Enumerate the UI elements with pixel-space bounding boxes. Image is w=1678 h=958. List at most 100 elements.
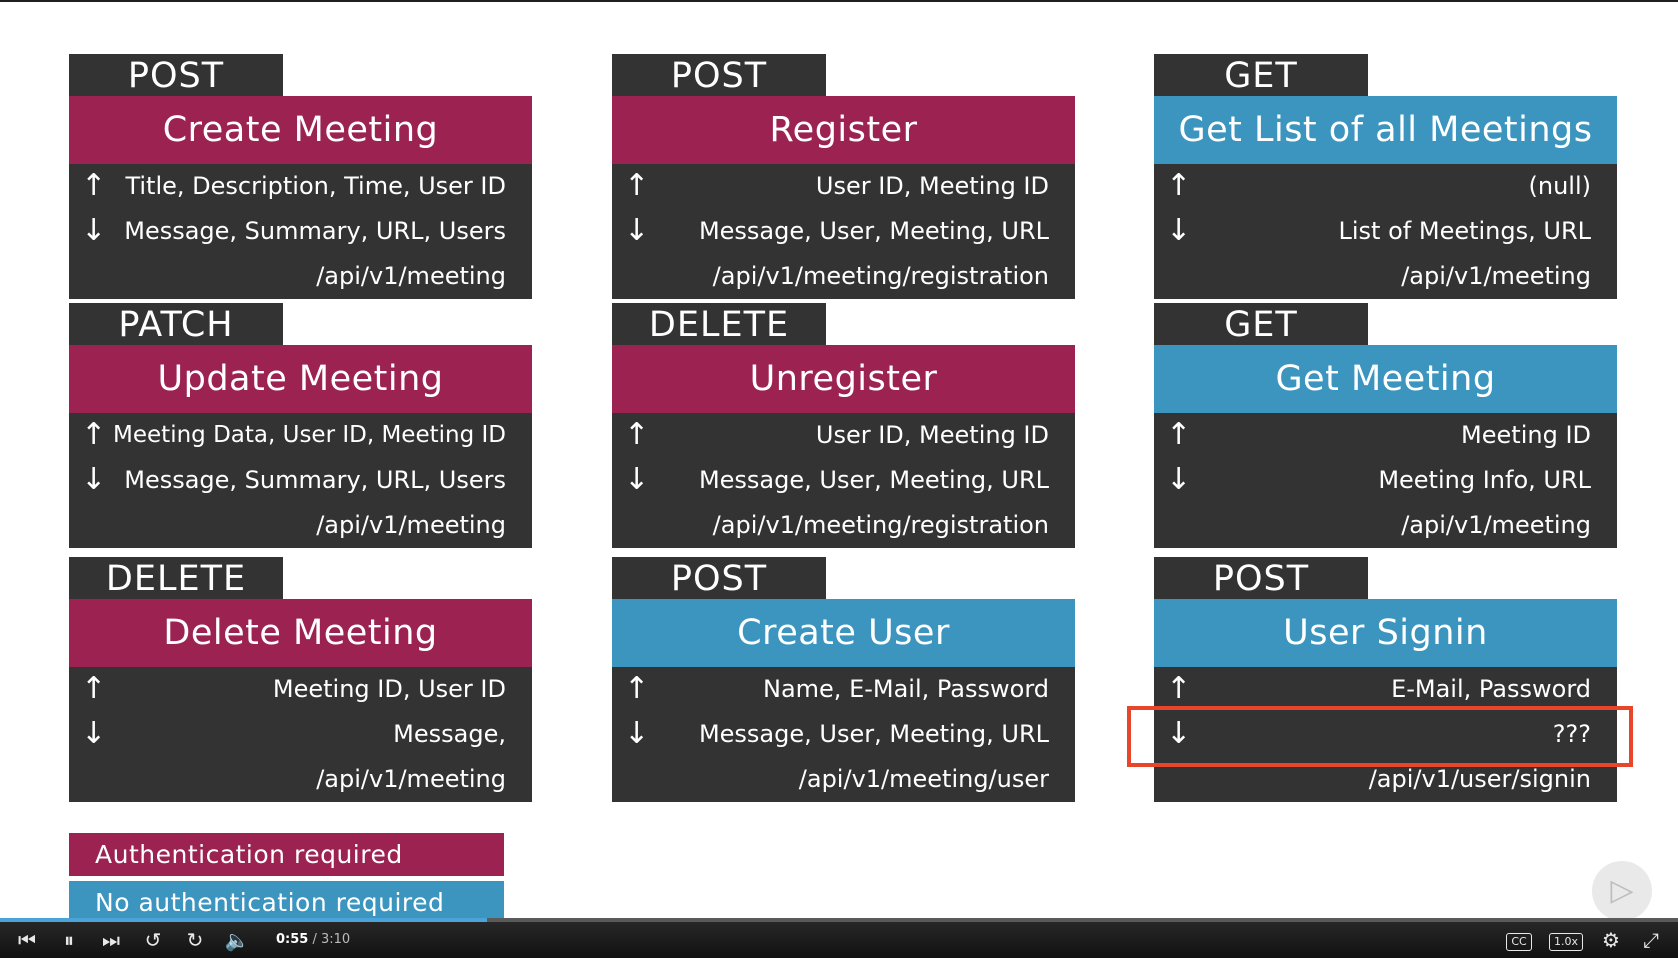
url-row: /api/v1/meeting — [69, 254, 532, 299]
arrow-up-icon: ↑ — [1166, 417, 1192, 452]
volume-icon[interactable]: 🔈 — [224, 928, 250, 952]
card-title: Create User — [612, 599, 1075, 667]
current-time: 0:55 — [276, 932, 309, 947]
method-badge: PATCH — [69, 303, 283, 345]
arrow-down-icon: ↓ — [624, 462, 650, 497]
top-border — [0, 0, 1678, 2]
card-body: ↑Name, E-Mail, Password ↓Message, User, … — [612, 667, 1075, 802]
endpoint-url: /api/v1/meeting — [1401, 511, 1591, 539]
arrow-down-icon: ↓ — [81, 213, 107, 248]
card-update-meeting: PATCH Update Meeting ↑Meeting Data, User… — [69, 303, 532, 548]
legend-auth-required: Authentication required — [69, 833, 504, 876]
arrow-down-icon: ↓ — [1166, 462, 1192, 497]
endpoint-url: /api/v1/meeting/registration — [712, 511, 1049, 539]
card-get-meeting: GET Get Meeting ↑Meeting ID ↓Meeting Inf… — [1154, 303, 1617, 548]
arrow-up-icon: ↑ — [1166, 671, 1192, 706]
output-row: ↓ Message, User, Meeting, URL — [612, 458, 1075, 503]
arrow-down-icon: ↓ — [624, 716, 650, 751]
card-title: Register — [612, 96, 1075, 164]
endpoint-url: /api/v1/meeting/user — [798, 765, 1049, 793]
endpoint-url: /api/v1/meeting — [316, 262, 506, 290]
output-row: ↓Message, User, Meeting, URL — [612, 209, 1075, 254]
input-params: Meeting Data, User ID, Meeting ID — [113, 422, 506, 448]
input-params: Title, Description, Time, User ID — [125, 172, 506, 200]
arrow-down-icon: ↓ — [81, 462, 107, 497]
endpoint-url: /api/v1/meeting — [1401, 262, 1591, 290]
input-params: User ID, Meeting ID — [815, 172, 1049, 200]
input-params: Meeting ID, User ID — [272, 675, 506, 703]
card-title: Create Meeting — [69, 96, 532, 164]
url-row: /api/v1/meeting/registration — [612, 254, 1075, 299]
skip-back-icon[interactable]: ⏮ — [18, 928, 36, 952]
card-body: ↑ User ID, Meeting ID ↓Message, User, Mee… — [612, 164, 1075, 299]
method-badge: POST — [69, 54, 283, 96]
url-row: /api/v1/meeting — [1154, 254, 1617, 299]
card-body: ↑Title, Description, Time, User ID ↓Mess… — [69, 164, 532, 299]
arrow-up-icon: ↑ — [81, 417, 107, 452]
play-overlay-icon[interactable]: ▷ — [1592, 861, 1652, 921]
input-row: ↑ Meeting ID — [1154, 413, 1617, 458]
output-params: Message, User, Meeting, URL — [698, 720, 1049, 748]
card-body: ↑Meeting ID, User ID ↓Message, /api/v1/m… — [69, 667, 532, 802]
fullscreen-icon[interactable]: ⤢ — [1643, 928, 1659, 952]
output-params: Message, — [393, 720, 506, 748]
endpoint-url: /api/v1/meeting/registration — [712, 262, 1049, 290]
arrow-down-icon: ↓ — [1166, 716, 1192, 751]
output-params: List of Meetings, URL — [1338, 217, 1591, 245]
method-badge: POST — [612, 557, 826, 599]
pause-icon[interactable]: ⏸ — [64, 928, 74, 952]
skip-forward-icon[interactable]: ⏭ — [102, 928, 120, 952]
progress-bar[interactable] — [0, 918, 1678, 922]
input-params: (null) — [1528, 172, 1591, 200]
arrow-up-icon: ↑ — [624, 417, 650, 452]
card-body: ↑Meeting Data, User ID, Meeting ID ↓ Mess… — [69, 413, 532, 548]
card-title: Delete Meeting — [69, 599, 532, 667]
url-row: /api/v1/meeting/user — [612, 757, 1075, 802]
total-time: / 3:10 — [312, 932, 351, 947]
captions-button[interactable]: CC — [1504, 922, 1534, 958]
endpoint-url: /api/v1/meeting — [316, 765, 506, 793]
card-create-meeting: POST Create Meeting ↑Title, Description,… — [69, 54, 532, 299]
output-row: ↓??? — [1154, 712, 1617, 757]
forward-10-icon[interactable]: ↻ — [186, 928, 204, 952]
card-title: Get Meeting — [1154, 345, 1617, 413]
input-row: ↑ User ID, Meeting ID — [612, 164, 1075, 209]
method-badge: DELETE — [612, 303, 826, 345]
url-row: /api/v1/meeting — [1154, 503, 1617, 548]
arrow-up-icon: ↑ — [624, 168, 650, 203]
method-badge: POST — [612, 54, 826, 96]
rewind-10-icon[interactable]: ↺ — [144, 928, 162, 952]
video-player-controls: ⏮ ⏸ ⏭ ↺ ↻ 🔈 0:55 / 3:10 CC 1.0x ⚙ ⤢ — [0, 918, 1678, 958]
card-title: User Signin — [1154, 599, 1617, 667]
card-delete-meeting: DELETE Delete Meeting ↑Meeting ID, User … — [69, 557, 532, 802]
url-row: /api/v1/meeting/registration — [612, 503, 1075, 548]
output-row: ↓List of Meetings, URL — [1154, 209, 1617, 254]
cc-label: CC — [1506, 932, 1532, 951]
output-params: Message, Summary, URL, Users — [124, 466, 506, 494]
card-body: ↑ (null) ↓List of Meetings, URL /api/v1/m… — [1154, 164, 1617, 299]
endpoint-url: /api/v1/user/signin — [1368, 765, 1591, 793]
time-display: 0:55 / 3:10 — [276, 922, 350, 958]
card-title: Unregister — [612, 345, 1075, 413]
input-params: Meeting ID — [1461, 421, 1591, 449]
card-title: Update Meeting — [69, 345, 532, 413]
highlight-box — [1127, 706, 1633, 767]
method-badge: GET — [1154, 54, 1368, 96]
card-body: ↑ Meeting ID ↓Meeting Info, URL /api/v1/m… — [1154, 413, 1617, 548]
speed-label: 1.0x — [1548, 932, 1583, 951]
arrow-up-icon: ↑ — [1166, 168, 1192, 203]
card-body: ↑E-Mail, Password ↓??? /api/v1/user/sign… — [1154, 667, 1617, 802]
arrow-down-icon: ↓ — [81, 716, 107, 751]
card-user-signin: POST User Signin ↑E-Mail, Password ↓??? … — [1154, 557, 1617, 802]
input-row: ↑Title, Description, Time, User ID — [69, 164, 532, 209]
card-body: ↑ User ID, Meeting ID ↓ Message, User, Mee… — [612, 413, 1075, 548]
gear-icon[interactable]: ⚙ — [1602, 928, 1620, 952]
card-unregister: DELETE Unregister ↑ User ID, Meeting ID ↓… — [612, 303, 1075, 548]
playback-speed-button[interactable]: 1.0x — [1546, 922, 1586, 958]
output-row: ↓Meeting Info, URL — [1154, 458, 1617, 503]
input-params: User ID, Meeting ID — [815, 421, 1049, 449]
output-params: Message, User, Meeting, URL — [698, 466, 1049, 494]
url-row: /api/v1/meeting — [69, 503, 532, 548]
input-row: ↑Meeting Data, User ID, Meeting ID — [69, 413, 532, 458]
output-row: ↓Message, Summary, URL, Users — [69, 209, 532, 254]
